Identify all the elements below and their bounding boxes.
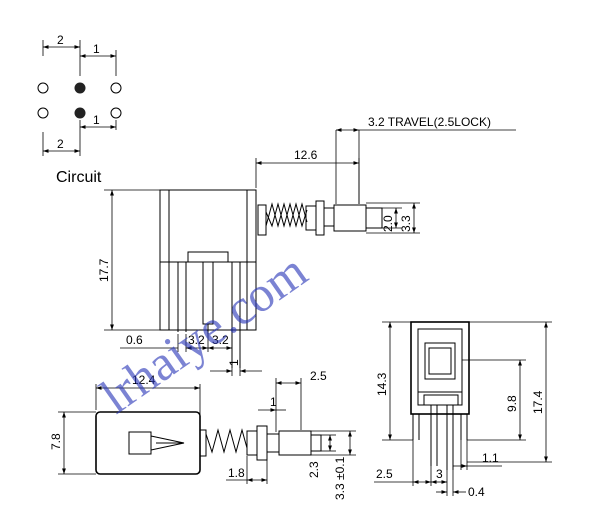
dim-2-0: 2.0 — [381, 215, 395, 232]
pin-open-circle — [110, 107, 122, 119]
dim-2-5-end: 2.5 — [376, 467, 393, 481]
side-view: 3.2 TRAVEL(2.5LOCK) 12.6 2.0 3.3 17.7 0.… — [97, 115, 516, 376]
dim-3-end: 3 — [436, 467, 443, 481]
dim-1-side: 1 — [227, 359, 241, 366]
dim-2-5-top: 2.5 — [310, 369, 327, 383]
circuit-diagram: 2 1 1 2 Circuit — [37, 33, 122, 186]
dim-3-3-side: 3.3 — [399, 215, 413, 232]
pin-filled-circle — [74, 82, 86, 94]
travel-label: 3.2 TRAVEL(2.5LOCK) — [368, 115, 491, 129]
dim-1-top: 1 — [270, 395, 277, 409]
dim-tolerance: ±0.1 — [333, 456, 347, 480]
dim-9-8: 9.8 — [505, 395, 519, 412]
pin-open-circle — [37, 82, 49, 94]
circuit-dim-top-1: 1 — [93, 42, 100, 56]
pin-filled-circle — [74, 107, 86, 119]
circuit-label: Circuit — [56, 169, 102, 186]
dim-17-7: 17.7 — [97, 258, 111, 282]
circuit-dim-bottom-2: 2 — [57, 137, 64, 151]
dim-1-1: 1.1 — [482, 451, 499, 465]
pin-open-circle — [37, 107, 49, 119]
circuit-dim-top-2: 2 — [57, 33, 64, 47]
dim-1-8: 1.8 — [228, 466, 245, 480]
dim-0-4: 0.4 — [468, 485, 485, 499]
pin-open-circle — [110, 82, 122, 94]
dim-3-2-b: 3.2 — [212, 333, 229, 347]
dim-12-4: 12.4 — [132, 373, 156, 387]
end-view: 14.3 9.8 17.4 2.5 3 1.1 0.4 — [374, 321, 552, 499]
watermark-text: lrhaiye.com — [90, 242, 317, 424]
dim-14-3: 14.3 — [375, 372, 389, 396]
dim-0-6: 0.6 — [126, 333, 143, 347]
dim-12-6: 12.6 — [294, 148, 318, 162]
dim-3-3-top: 3.3 — [333, 483, 347, 500]
top-view: 12.4 2.5 1 7.8 1.8 2.3 3.3 ±0.1 — [49, 369, 356, 500]
dim-7-8: 7.8 — [49, 433, 63, 450]
dim-17-4: 17.4 — [531, 390, 545, 414]
circuit-dim-mid-1: 1 — [93, 113, 100, 127]
dim-3-2-a: 3.2 — [188, 333, 205, 347]
dim-2-3: 2.3 — [307, 461, 321, 478]
